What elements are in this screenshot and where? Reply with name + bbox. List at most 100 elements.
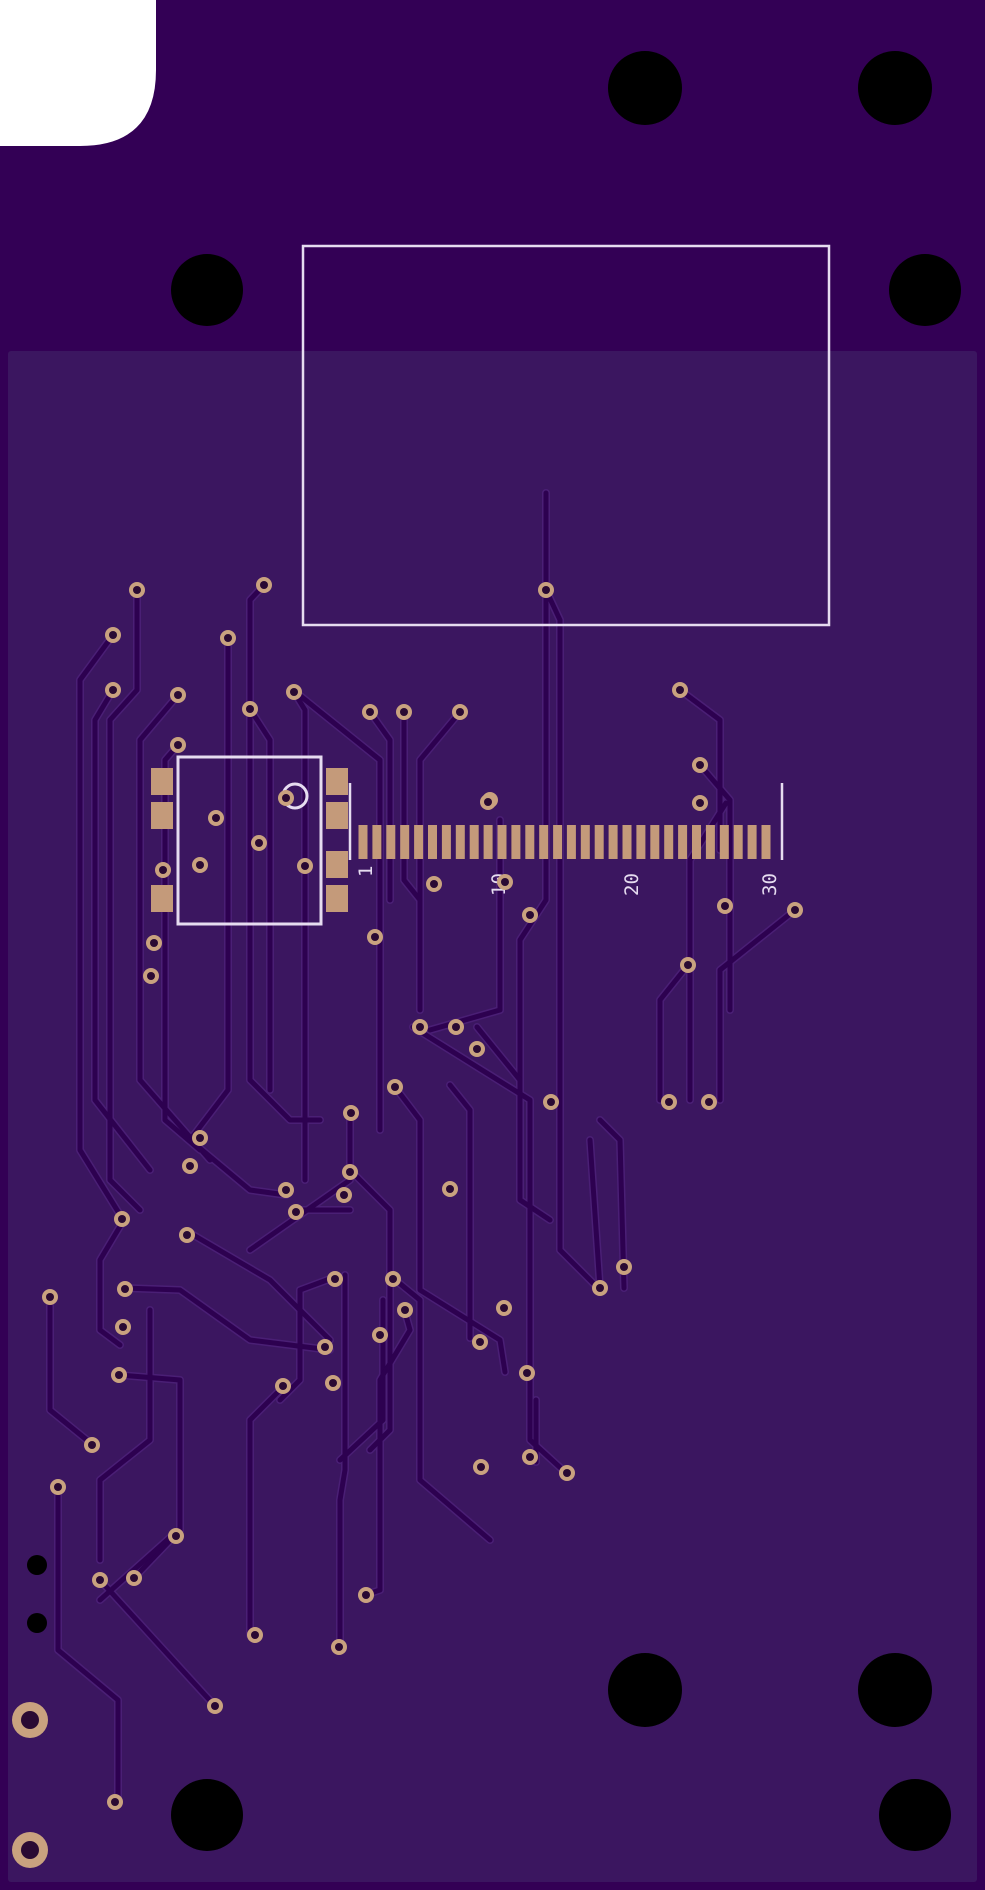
- mounting-holes: [27, 51, 961, 1851]
- via-hole: [446, 1185, 454, 1193]
- via-hole: [150, 939, 158, 947]
- mounting-hole: [608, 51, 682, 125]
- connector-pad: [428, 825, 437, 859]
- via-hole: [501, 878, 509, 886]
- via-hole: [340, 1191, 348, 1199]
- connector-pad: [539, 825, 549, 859]
- via-hole: [121, 1285, 129, 1293]
- pin-label-1: 1: [355, 866, 377, 877]
- via-hole: [251, 1631, 259, 1639]
- via-hole: [119, 1323, 127, 1331]
- via-hole: [130, 1574, 138, 1582]
- via-hole: [696, 761, 704, 769]
- connector-pad: [566, 825, 576, 859]
- via-hole: [721, 902, 729, 910]
- board-light-region: [8, 351, 977, 1882]
- ic-outline: [176, 755, 323, 926]
- via-hole: [526, 1453, 534, 1461]
- via-hole: [292, 1208, 300, 1216]
- connector-pad: [372, 825, 382, 859]
- module-outline: [301, 244, 831, 627]
- mounting-hole: [889, 254, 961, 326]
- via-hole: [389, 1275, 397, 1283]
- via-hole: [362, 1591, 370, 1599]
- via-hole: [88, 1441, 96, 1449]
- small-hole: [27, 1555, 47, 1575]
- via-hole: [46, 1293, 54, 1301]
- connector-pad: [511, 825, 521, 859]
- via-hole: [400, 708, 408, 716]
- via-hole: [676, 686, 684, 694]
- connector-pad: [650, 825, 660, 859]
- via-hole: [346, 1168, 354, 1176]
- via-hole: [196, 861, 204, 869]
- via-hole: [416, 1023, 424, 1031]
- via-hole: [321, 1343, 329, 1351]
- connector-pad: [622, 825, 632, 859]
- plated-hole-center: [21, 1841, 39, 1859]
- via-hole: [329, 1379, 337, 1387]
- via-hole: [596, 1284, 604, 1292]
- via-hole: [279, 1382, 287, 1390]
- plated-hole-center: [21, 1711, 39, 1729]
- via-hole: [255, 839, 263, 847]
- via-hole: [391, 1083, 399, 1091]
- via-hole: [477, 1463, 485, 1471]
- via-hole: [172, 1532, 180, 1540]
- vias: [12, 577, 803, 1868]
- via-hole: [290, 688, 298, 696]
- copper-traces: [46, 489, 799, 1804]
- small-hole: [27, 1613, 47, 1633]
- ic-pad: [151, 768, 173, 795]
- connector-pad: [455, 825, 465, 859]
- connector-pad: [692, 825, 701, 859]
- via-hole: [684, 961, 692, 969]
- connector-pad: [400, 825, 410, 859]
- via-hole: [301, 862, 309, 870]
- connector-pad: [719, 825, 729, 859]
- via-hole: [118, 1215, 126, 1223]
- via-hole: [174, 691, 182, 699]
- via-hole: [224, 634, 232, 642]
- ic-pad: [151, 885, 173, 912]
- via-hole: [705, 1098, 713, 1106]
- via-hole: [473, 1045, 481, 1053]
- connector-pad: [747, 825, 757, 859]
- connector-pads: [358, 825, 771, 859]
- connector-pad: [608, 825, 618, 859]
- via-hole: [542, 586, 550, 594]
- connector-pad: [483, 825, 493, 859]
- mounting-hole: [879, 1779, 951, 1851]
- connector-pad: [469, 825, 479, 859]
- via-hole: [133, 586, 141, 594]
- via-hole: [791, 906, 799, 914]
- mounting-hole: [858, 51, 932, 125]
- via-hole: [523, 1369, 531, 1377]
- via-hole: [109, 686, 117, 694]
- via-hole: [186, 1162, 194, 1170]
- via-hole: [212, 814, 220, 822]
- via-hole: [174, 741, 182, 749]
- via-hole: [620, 1263, 628, 1271]
- via-hole: [430, 880, 438, 888]
- via-hole: [282, 794, 290, 802]
- connector-pad: [733, 825, 743, 859]
- via-hole: [260, 581, 268, 589]
- via-hole: [347, 1109, 355, 1117]
- via-hole: [401, 1306, 409, 1314]
- connector-pad: [414, 825, 424, 859]
- connector-pad: [678, 825, 688, 859]
- via-hole: [211, 1702, 219, 1710]
- mounting-hole: [608, 1653, 682, 1727]
- via-hole: [331, 1275, 339, 1283]
- via-hole: [109, 631, 117, 639]
- via-hole: [111, 1798, 119, 1806]
- via-hole: [547, 1098, 555, 1106]
- via-hole: [563, 1469, 571, 1477]
- mounting-hole: [858, 1653, 932, 1727]
- via-hole: [183, 1231, 191, 1239]
- connector-pad: [553, 825, 563, 859]
- via-hole: [366, 708, 374, 716]
- via-hole: [159, 866, 167, 874]
